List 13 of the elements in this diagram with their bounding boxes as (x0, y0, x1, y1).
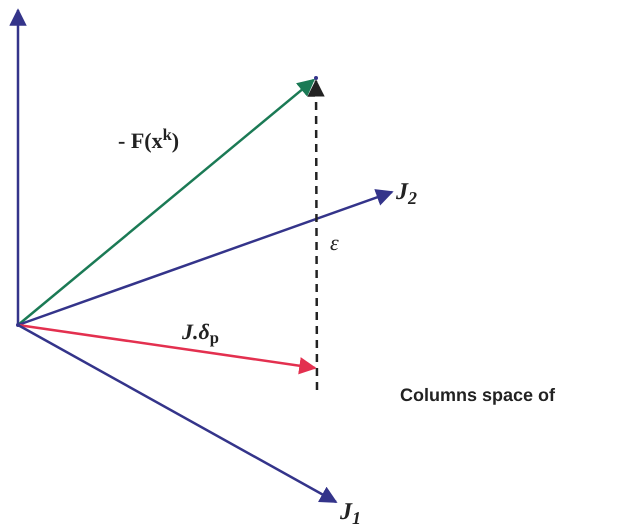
vector-label: J$_{1}$ (340, 496, 380, 528)
vector-arrow (18, 189, 394, 326)
vector-label: J$_{2}$ (396, 176, 436, 208)
vector-point (16, 323, 20, 327)
vector-point (314, 76, 318, 80)
vector-arrow (18, 324, 317, 374)
dashed-arrow (307, 79, 325, 390)
edge-label: ε (330, 232, 339, 254)
vector-arrow (17, 324, 338, 504)
edge-label: - F(x$^{k}$) (118, 130, 180, 152)
caption-text: Columns space of (400, 384, 556, 407)
vector-arrow (17, 78, 316, 326)
vector-arrow (9, 8, 27, 325)
